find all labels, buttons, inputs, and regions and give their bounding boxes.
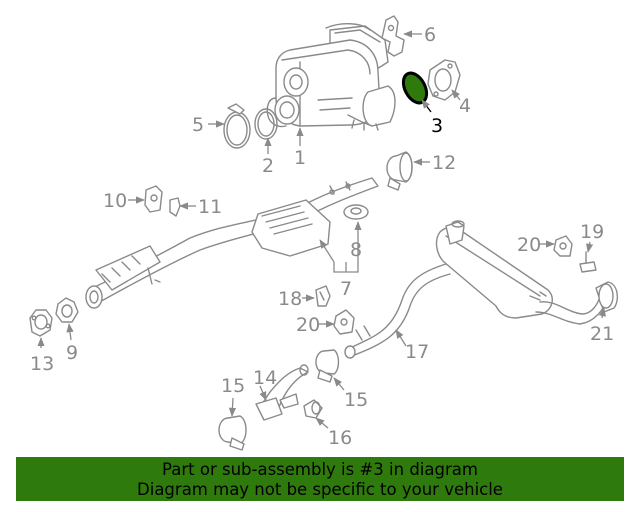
- part-6-bracket[interactable]: [381, 15, 405, 57]
- part-12-clamp[interactable]: [386, 151, 413, 191]
- part-8-isolator[interactable]: [343, 204, 369, 220]
- part-10-rubber-mount[interactable]: [144, 185, 163, 213]
- callout-1: 1: [294, 147, 306, 169]
- part-14-pipe-segment[interactable]: [255, 364, 309, 421]
- callout-19: 19: [580, 221, 604, 243]
- callout-7: 7: [340, 278, 352, 300]
- notice-line-disclaimer: Diagram may not be specific to your vehi…: [137, 480, 503, 499]
- part-18-bracket[interactable]: [315, 285, 331, 307]
- part-5-clamp[interactable]: [223, 103, 251, 149]
- callout-15-right: 15: [344, 389, 368, 411]
- part-17-rear-muffler[interactable]: [344, 220, 607, 359]
- callout-labels: 1 2 3 4 5 6 7 8 9 10 11 12 13 14 15 15 1…: [30, 24, 614, 449]
- callout-9: 9: [66, 342, 78, 364]
- part-15-clamp-right[interactable]: [315, 349, 340, 383]
- part-1-particulate-filter[interactable]: [266, 23, 396, 131]
- callout-2: 2: [262, 155, 274, 177]
- leader-lines: [37, 30, 606, 429]
- part-19-bolt[interactable]: [579, 251, 597, 273]
- part-21-tailpipe-tip[interactable]: [595, 281, 619, 313]
- notice-line-part: Part or sub-assembly is #3 in diagram: [162, 460, 478, 479]
- callout-20-upper: 20: [517, 234, 541, 256]
- part-15-clamp-left[interactable]: [218, 415, 247, 451]
- part-7-center-pipe-muffler[interactable]: [85, 177, 379, 309]
- part-20-hanger-lower[interactable]: [333, 309, 355, 335]
- callout-6: 6: [424, 24, 436, 46]
- callout-18: 18: [278, 288, 302, 310]
- part-3-gasket-highlighted[interactable]: [399, 69, 432, 107]
- callout-12: 12: [432, 152, 456, 174]
- notice-banner: Part or sub-assembly is #3 in diagram Di…: [16, 457, 624, 501]
- part-13-flange[interactable]: [29, 309, 53, 337]
- part-2-gasket-ring[interactable]: [254, 108, 278, 140]
- callout-10: 10: [103, 190, 127, 212]
- callout-14: 14: [253, 367, 277, 389]
- part-20-hanger-upper[interactable]: [553, 235, 573, 257]
- callout-13: 13: [30, 353, 54, 375]
- callout-5: 5: [192, 114, 204, 136]
- part-9-gasket[interactable]: [55, 297, 79, 323]
- callout-21: 21: [590, 323, 614, 345]
- part-11-bolt[interactable]: [169, 197, 181, 217]
- part-16-sleeve[interactable]: [303, 399, 323, 419]
- callout-11: 11: [198, 196, 222, 218]
- callout-20-lower: 20: [296, 314, 320, 336]
- callout-3: 3: [431, 115, 443, 137]
- callout-16: 16: [328, 427, 352, 449]
- callout-17: 17: [405, 341, 429, 363]
- callout-4: 4: [459, 95, 471, 117]
- callout-15-left: 15: [221, 375, 245, 397]
- callout-8: 8: [350, 239, 362, 261]
